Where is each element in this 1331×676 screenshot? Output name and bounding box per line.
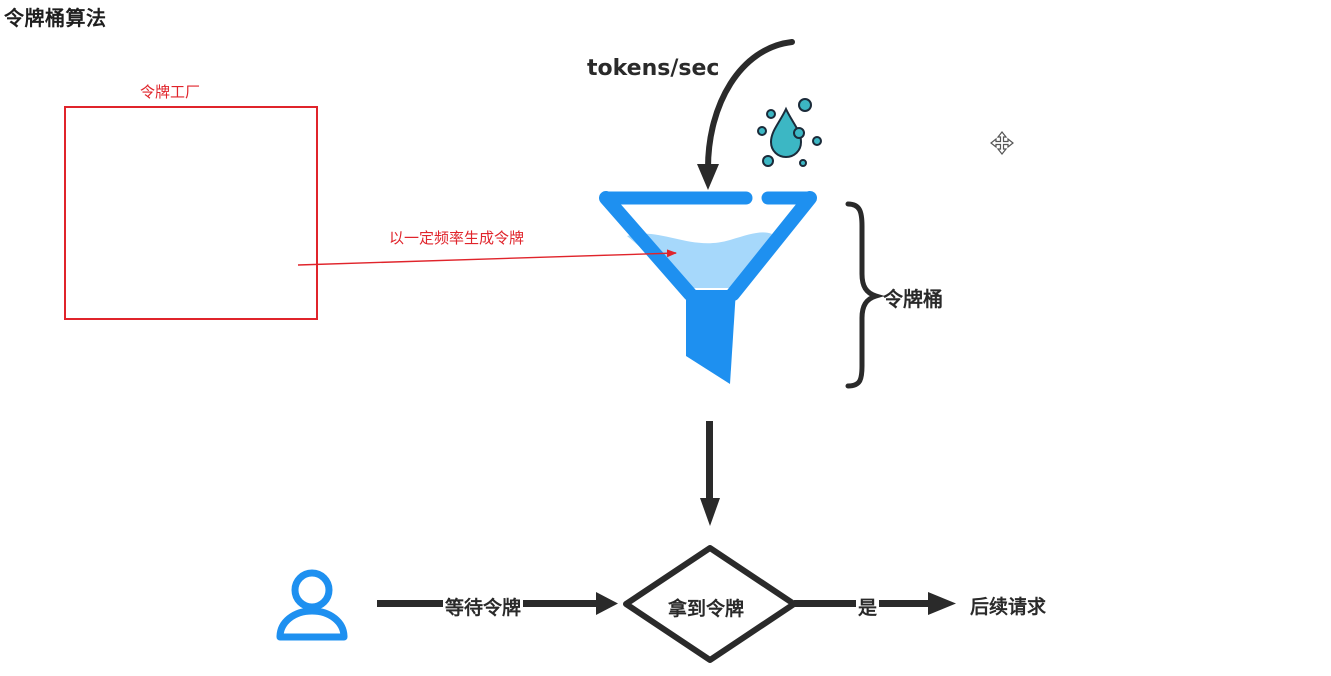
token-bucket-label: 令牌桶 bbox=[883, 287, 943, 311]
water-drop-icon bbox=[757, 98, 822, 167]
rate-arrow bbox=[697, 39, 795, 190]
wait-token-label: 等待令牌 bbox=[443, 593, 524, 620]
next-request-label: 后续请求 bbox=[970, 596, 1047, 618]
bucket-brace bbox=[845, 201, 885, 389]
down-arrow bbox=[700, 421, 720, 526]
funnel-icon bbox=[599, 191, 817, 384]
decision-diamond bbox=[623, 545, 797, 663]
token-factory-box bbox=[64, 106, 318, 320]
user-icon bbox=[276, 569, 348, 641]
generate-arrow bbox=[297, 249, 677, 266]
tokens-per-sec-label: tokens/sec bbox=[587, 56, 720, 81]
token-factory-label: 令牌工厂 bbox=[140, 83, 201, 101]
page-title: 令牌桶算法 bbox=[4, 6, 107, 30]
generate-tokens-label: 以一定频率生成令牌 bbox=[389, 229, 525, 247]
got-token-label: 拿到令牌 bbox=[668, 598, 745, 620]
move-cursor-icon bbox=[990, 131, 1014, 155]
yes-label: 是 bbox=[856, 593, 880, 620]
